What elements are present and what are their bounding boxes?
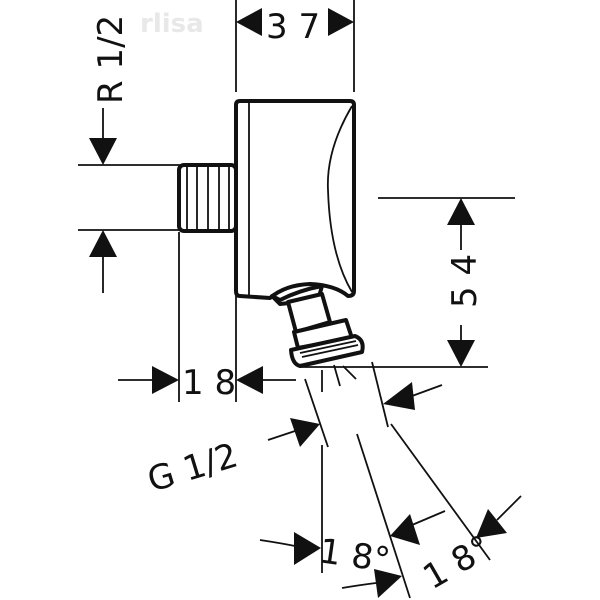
- outlet-thread-label: G 1/2: [143, 435, 243, 500]
- outlet-body: [234, 99, 356, 300]
- outlet-nozzle: [270, 284, 365, 368]
- watermark: rlisa: [140, 9, 204, 39]
- inlet-thread-fitting: [177, 163, 238, 233]
- height-label: 5 4: [445, 254, 485, 308]
- dimension-inlet-thread: R 1/2: [78, 15, 180, 293]
- arrow-up-icon: [89, 230, 117, 257]
- arrow-right-icon: [294, 532, 321, 565]
- arrow-down-icon: [447, 340, 475, 367]
- angle-2-label: 1 8°: [417, 528, 499, 598]
- arrow-right-icon: [374, 569, 402, 598]
- depth-label: 1 8: [182, 363, 236, 403]
- arrow-right-icon: [328, 8, 354, 36]
- dimension-height: 5 4: [300, 197, 515, 368]
- arrow-left-icon: [383, 382, 415, 410]
- arrow-right-icon: [290, 418, 320, 447]
- dimension-angles: 1 8° 1 8°: [259, 495, 522, 598]
- arrow-right-icon: [152, 366, 179, 394]
- arrow-down-icon: [89, 138, 117, 165]
- width-label: 3 7: [266, 7, 320, 47]
- spray-lines: [304, 361, 491, 599]
- arrow-up-icon: [447, 198, 475, 225]
- arrow-left-icon: [476, 509, 507, 538]
- dimension-depth: 1 8: [118, 232, 296, 403]
- arrow-left-icon: [236, 8, 262, 36]
- arrow-left-icon: [236, 366, 263, 394]
- inlet-thread-label: R 1/2: [91, 15, 131, 104]
- arrow-left-icon: [390, 514, 420, 545]
- dimension-width: 3 7: [235, 0, 355, 92]
